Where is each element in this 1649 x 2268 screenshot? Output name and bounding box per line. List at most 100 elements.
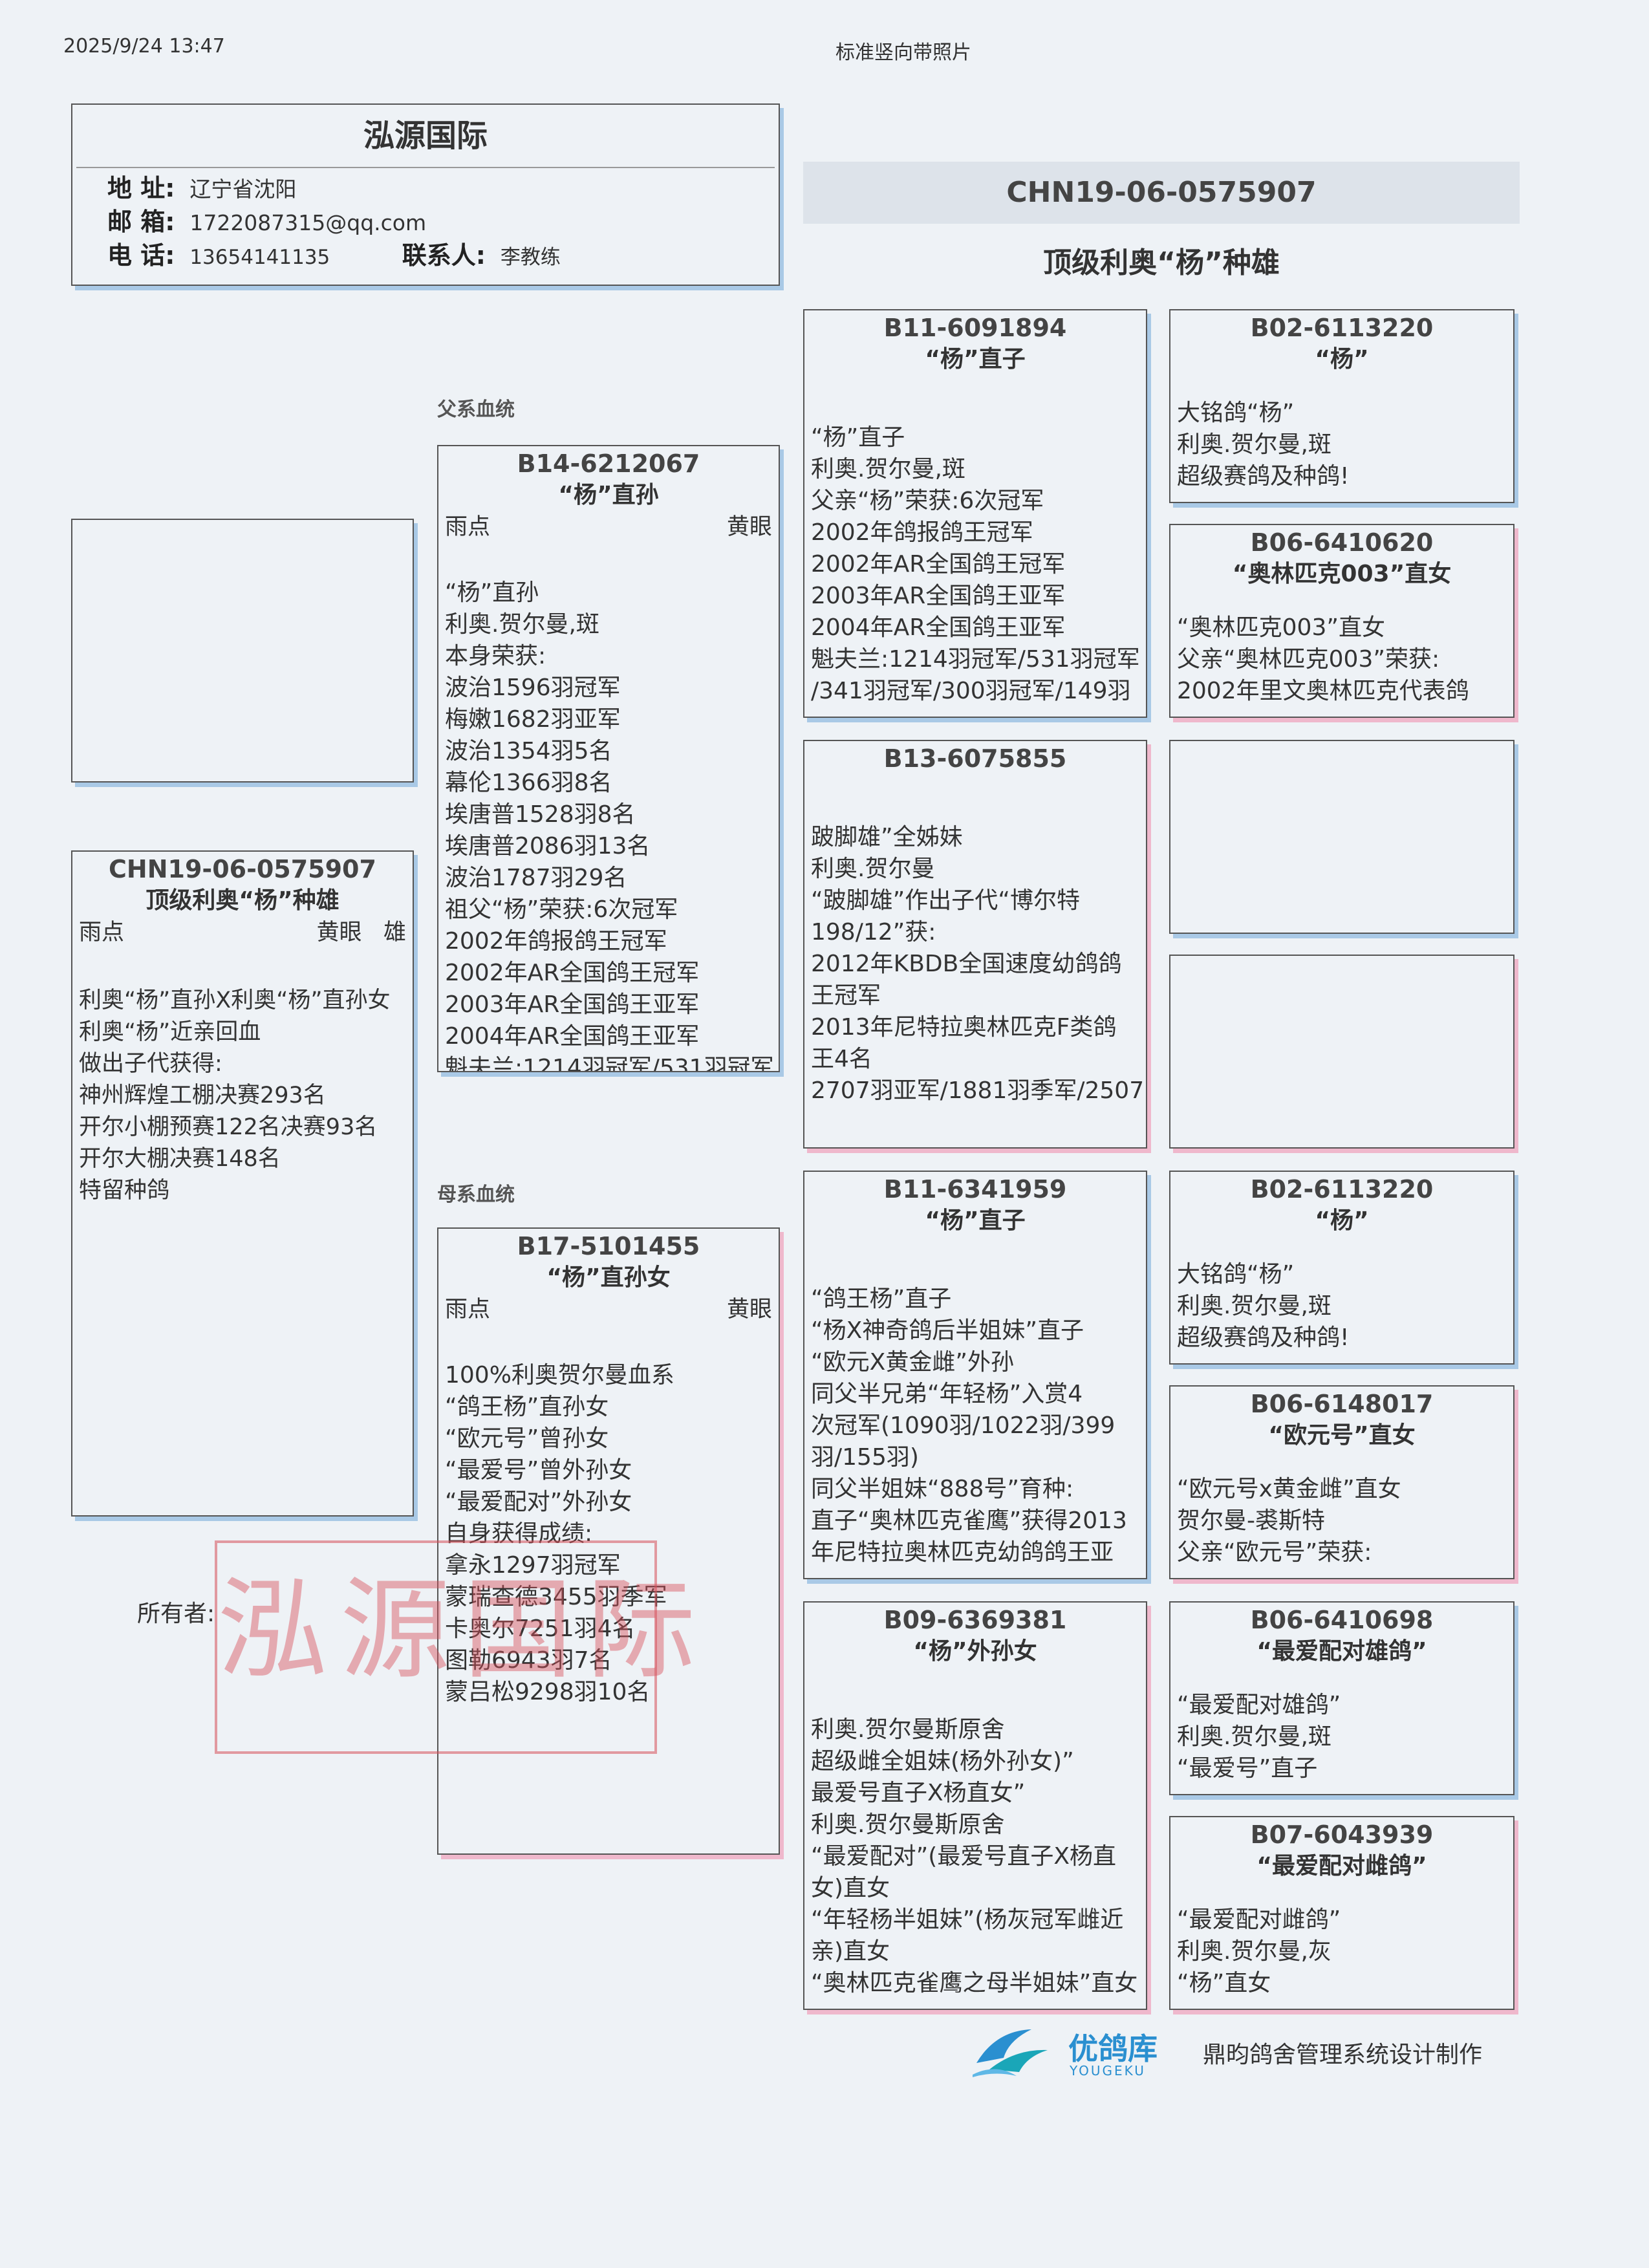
gp-line: 2004年AR全国鸽王亚军 — [811, 614, 1066, 641]
ggp-name: “最爱配对雌鸽” — [1256, 1853, 1427, 1879]
ggp-line: 父亲“欧元号”荣获: — [1177, 1539, 1372, 1566]
ggp-line: “最爱号”直子 — [1177, 1755, 1318, 1782]
ggp-name: “杨” — [1315, 1207, 1369, 1234]
gp-line: 次冠军(1090羽/1022羽/399 — [811, 1412, 1116, 1439]
dam-ring: B17-5101455 — [517, 1232, 700, 1260]
subject-name-title: 顶级利奥“杨”种雄 — [1043, 246, 1280, 279]
ggp-line: 大铭鸽“杨” — [1177, 1261, 1295, 1288]
grandparent-box-3: B11-6341959 “杨”直子 “鸽王杨”直子 “杨X神奇鸽后半姐妹”直子 … — [803, 1171, 1147, 1579]
email-value: 1722087315@qq.com — [189, 210, 427, 235]
ggp-name: “最爱配对雄鸽” — [1256, 1638, 1427, 1665]
grandparent-box-1: B11-6091894 “杨”直子 “杨”直子 利奥.贺尔曼,斑 父亲“杨”荣获… — [803, 309, 1147, 718]
dam-line: 图勒6943羽7名 — [445, 1647, 612, 1674]
subject-ring-title: CHN19-06-0575907 — [803, 162, 1520, 224]
sire-line-label: 父系血统 — [437, 398, 515, 421]
gp-line: “杨”直子 — [811, 424, 905, 451]
gp-line: 亲)直女 — [811, 1938, 890, 1965]
address-label: 地 址: — [107, 174, 175, 202]
gp-line: 2002年鸽报鸽王冠军 — [811, 519, 1033, 546]
document-title: 标准竖向带照片 — [835, 41, 971, 64]
dam-line: 蒙瑞查德3455羽季军 — [445, 1584, 667, 1610]
gp-name: “杨”直子 — [925, 1207, 1026, 1234]
sire-line: 祖父“杨”荣获:6次冠军 — [445, 896, 678, 923]
brand-name: 优鸽库 — [1068, 2031, 1158, 2066]
gp-name: “杨”直子 — [925, 346, 1026, 373]
ggp-line: “奥林匹克003”直女 — [1177, 614, 1386, 641]
phone-label: 电 话: — [107, 241, 175, 270]
subject-line: 神州辉煌工棚决赛293名 — [79, 1083, 326, 1108]
ggp-ring: B06-6410620 — [1250, 528, 1434, 557]
gp-line: 女)直女 — [811, 1875, 890, 1901]
great-grandparent-box-6: B06-6148017 “欧元号”直女 “欧元号x黄金雌”直女 贺尔曼-裘斯特 … — [1169, 1385, 1514, 1579]
ggp-line: 2002年里文奥林匹克代表鸽 — [1177, 678, 1469, 704]
address-value: 辽宁省沈阳 — [189, 177, 297, 202]
sire-line: “杨”直孙 — [445, 579, 539, 606]
gp-line: 跛脚雄”全姊妹 — [811, 824, 963, 850]
great-grandparent-box-8: B07-6043939 “最爱配对雌鸽” “最爱配对雌鸽” 利奥.贺尔曼,灰 “… — [1169, 1816, 1514, 2010]
subject-box: CHN19-06-0575907 顶级利奥“杨”种雄 雨点 黄眼 雄 利奥“杨”… — [71, 850, 414, 1517]
gp-line: 2013年尼特拉奥林匹克F类鸽 — [811, 1014, 1117, 1041]
dam-line: 蒙吕松9298羽10名 — [445, 1679, 651, 1705]
sire-line: 埃唐普1528羽8名 — [445, 801, 636, 828]
subject-sex: 雄 — [383, 920, 406, 945]
grandparent-box-4: B09-6369381 “杨”外孙女 利奥.贺尔曼斯原舍 超级雌全姐妹(杨外孙女… — [803, 1601, 1147, 2010]
ggp-line: “杨”直女 — [1177, 1970, 1271, 1996]
gp-ring: B11-6341959 — [883, 1175, 1067, 1204]
gp-name: “杨”外孙女 — [913, 1638, 1037, 1665]
gp-line: 利奥.贺尔曼斯原舍 — [811, 1811, 1005, 1838]
system-credit: 鼎昀鸽舍管理系统设计制作 — [1203, 2042, 1483, 2068]
gp-line: 魁夫兰:1214羽冠军/531羽冠军 — [811, 646, 1140, 673]
gp-line: 王冠军 — [811, 982, 881, 1009]
ggp-line: 大铭鸽“杨” — [1177, 400, 1295, 426]
dam-line: 100%利奥贺尔曼血系 — [445, 1362, 674, 1388]
sire-color: 雨点 — [445, 514, 491, 540]
subject-line: 利奥“杨”近亲回血 — [79, 1019, 261, 1045]
subject-line: 开尔小棚预赛122名决赛93名 — [79, 1114, 378, 1140]
gp-line: 2003年AR全国鸽王亚军 — [811, 583, 1066, 609]
sire-line: 本身荣获: — [445, 643, 546, 669]
dam-line: “鸽王杨”直孙女 — [445, 1394, 609, 1420]
gp-line: 超级雌全姐妹(杨外孙女)” — [811, 1748, 1074, 1775]
gp-line: 直子“奥林匹克雀鹰”获得2013 — [811, 1507, 1127, 1534]
contact-value: 李教练 — [500, 246, 561, 269]
ggp-name: “奥林匹克003”直女 — [1232, 561, 1452, 587]
sire-name: “杨”直孙 — [558, 482, 659, 508]
gp-line: 父亲“杨”荣获:6次冠军 — [811, 488, 1044, 514]
ggp-line: “欧元号x黄金雌”直女 — [1177, 1476, 1401, 1502]
dam-line: 卡奥尔7251羽4名 — [445, 1615, 636, 1642]
subject-line: 开尔大棚决赛148名 — [79, 1146, 281, 1172]
sire-line: 埃唐普2086羽13名 — [445, 833, 651, 859]
ggp-line: 利奥.贺尔曼,斑 — [1177, 1723, 1331, 1750]
subject-line: 利奥“杨”直孙X利奥“杨”直孙女 — [79, 988, 391, 1013]
owner-label: 所有者: — [137, 1601, 215, 1627]
gp-line: “鸽王杨”直子 — [811, 1286, 952, 1312]
dam-line: 拿永1297羽冠军 — [445, 1552, 621, 1579]
ggp-ring: B02-6113220 — [1250, 314, 1434, 342]
yougeku-logo-icon — [970, 2018, 1061, 2082]
ggp-line: 利奥.贺尔曼,灰 — [1177, 1938, 1331, 1965]
gp-line: 年尼特拉奥林匹克幼鸽鸽王亚 — [811, 1539, 1114, 1566]
subject-line: 做出子代获得: — [79, 1051, 222, 1077]
gp-ring: B13-6075855 — [883, 744, 1067, 773]
gp-line: “最爱配对”(最爱号直子X杨直 — [811, 1843, 1117, 1870]
ggp-ring: B06-6410698 — [1250, 1606, 1434, 1634]
grandparent-box-2: B13-6075855 跛脚雄”全姊妹 利奥.贺尔曼 “跛脚雄”作出子代“博尔特… — [803, 740, 1147, 1149]
gp-line: “欧元X黄金雌”外孙 — [811, 1349, 1014, 1376]
dam-color: 雨点 — [445, 1297, 491, 1323]
dam-box: B17-5101455 “杨”直孙女 雨点 黄眼 100%利奥贺尔曼血系 “鸽王… — [437, 1227, 780, 1855]
great-grandparent-box-7: B06-6410698 “最爱配对雄鸽” “最爱配对雄鸽” 利奥.贺尔曼,斑 “… — [1169, 1601, 1514, 1795]
gp-line: 2707羽亚军/1881羽季军/2507 — [811, 1077, 1145, 1104]
ggp-name: “欧元号”直女 — [1268, 1422, 1416, 1449]
great-grandparent-box-4-empty — [1169, 955, 1514, 1149]
print-datetime: 2025/9/24 13:47 — [63, 35, 225, 58]
subject-eye: 黄眼 — [316, 920, 362, 945]
dam-line: “最爱号”曾外孙女 — [445, 1457, 632, 1484]
sire-line: 2002年AR全国鸽王冠军 — [445, 960, 700, 986]
ggp-line: “最爱配对雌鸽” — [1177, 1906, 1341, 1933]
great-grandparent-box-3-empty — [1169, 740, 1514, 934]
gp-line: 同父半姐妹“888号”育种: — [811, 1476, 1074, 1502]
ggp-line: 超级赛鸽及种鸽! — [1177, 1324, 1350, 1351]
gp-line: 2012年KBDB全国速度幼鸽鸽 — [811, 951, 1122, 977]
sire-box: B14-6212067 “杨”直孙 雨点 黄眼 “杨”直孙 利奥.贺尔曼,斑 本… — [437, 445, 780, 1072]
phone-value: 13654141135 — [189, 246, 330, 269]
